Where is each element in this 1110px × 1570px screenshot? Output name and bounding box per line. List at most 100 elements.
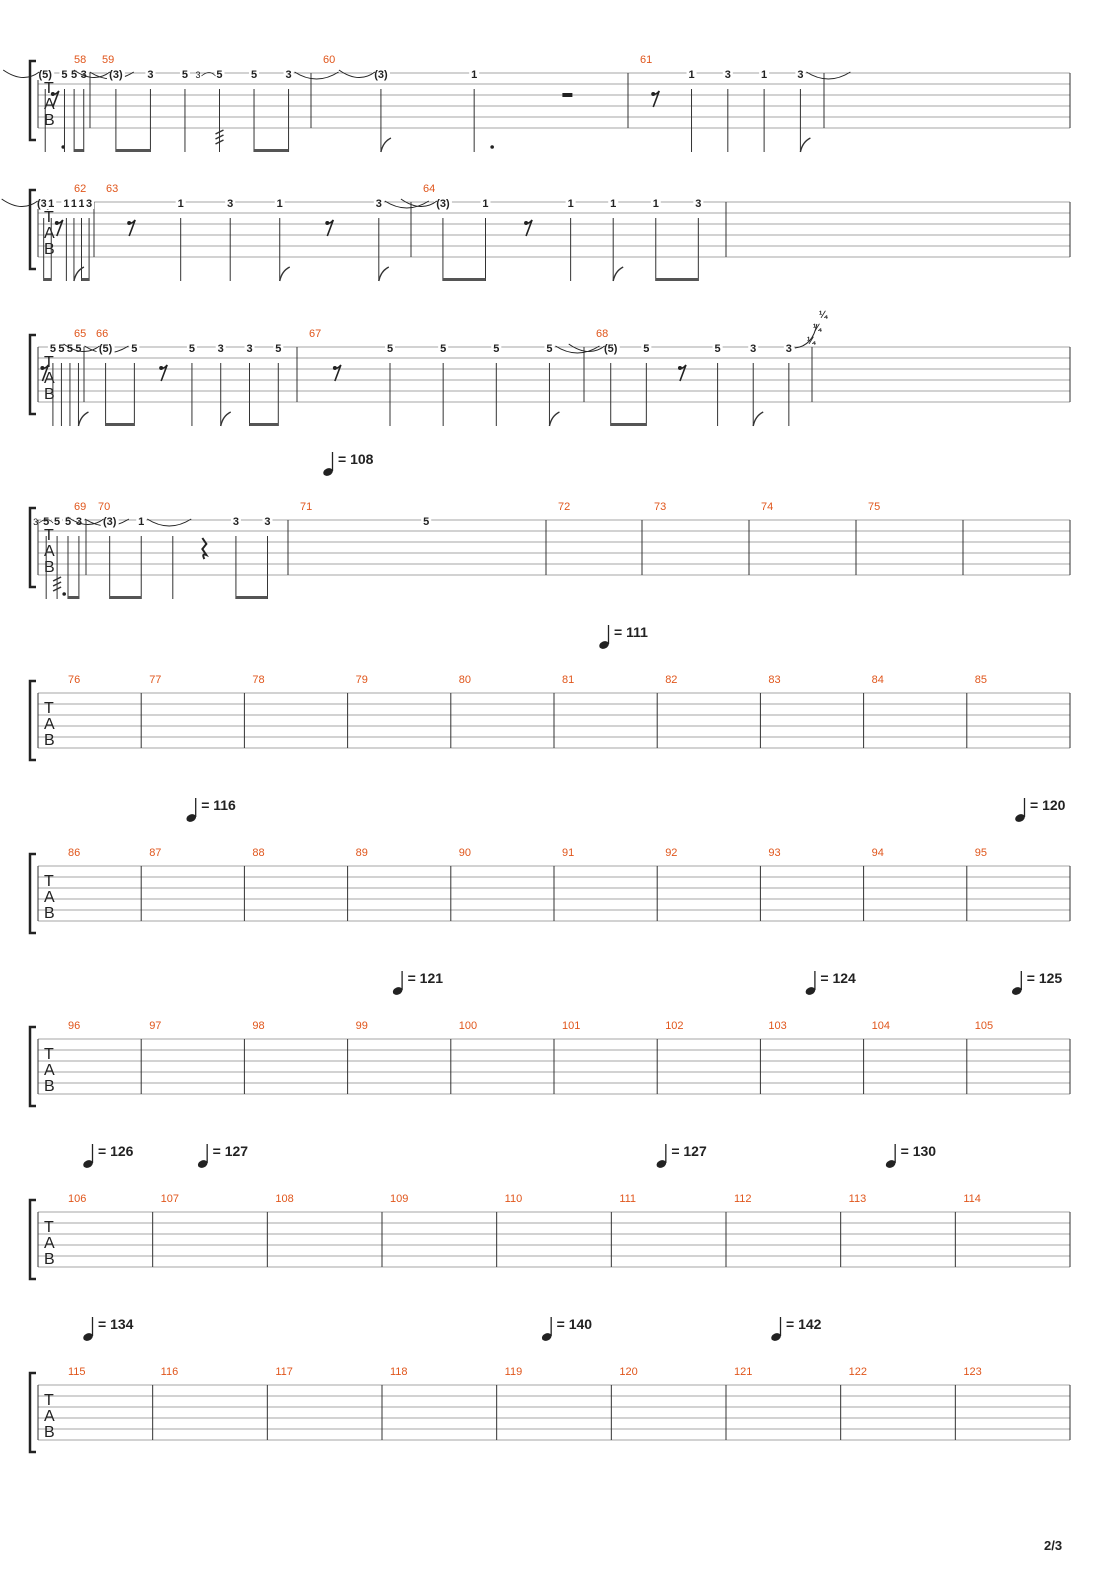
tempo-marking: = 140 — [557, 1316, 593, 1332]
measure-number: 71 — [300, 501, 312, 513]
tab-clef-a: A — [44, 96, 55, 113]
fret-bg — [68, 197, 79, 209]
measure-number: 105 — [975, 1020, 993, 1032]
beam — [249, 423, 279, 426]
fret-bg — [84, 197, 95, 209]
measure-number: 108 — [275, 1193, 293, 1205]
beam — [81, 278, 90, 281]
eighth-flag — [612, 266, 624, 282]
measure-number: 98 — [252, 1020, 264, 1032]
tie-arc — [568, 343, 606, 352]
measure-number: 118 — [390, 1366, 408, 1378]
tie-arc — [146, 518, 192, 527]
fret-bg — [601, 342, 620, 354]
fret-bg — [145, 68, 156, 80]
measure-number: 84 — [872, 674, 884, 686]
tempo-marking: = 111 — [614, 624, 648, 640]
measure-number: 72 — [558, 501, 570, 513]
fret-number: 1 — [761, 69, 767, 81]
fret-number: (3) — [374, 69, 388, 81]
beam — [254, 149, 289, 152]
tempo-note-icon — [885, 1160, 896, 1168]
measure-number: 115 — [68, 1366, 86, 1378]
fret-number: 5 — [275, 343, 281, 355]
system-bracket — [28, 852, 36, 935]
tab-system: TAB — [28, 1371, 1071, 1454]
tremolo-stroke — [52, 586, 62, 592]
tab-system: TAB — [28, 1025, 1071, 1108]
measure-number: 119 — [505, 1366, 523, 1378]
eighth-flag — [378, 266, 390, 282]
eighth-flag — [799, 137, 811, 153]
system-bracket — [28, 1198, 36, 1281]
measure-number: 122 — [849, 1366, 867, 1378]
system-bracket — [28, 188, 36, 271]
tab-system: TAB — [28, 852, 1071, 935]
tab-clef-a: A — [44, 716, 55, 733]
eighth-flag — [548, 411, 560, 427]
fret-bg — [225, 197, 236, 209]
fret-bg — [274, 197, 285, 209]
fret-number: (5) — [604, 343, 618, 355]
fret-bg — [641, 342, 652, 354]
tempo-marking: = 127 — [671, 1143, 707, 1159]
tab-clef-a: A — [44, 889, 55, 906]
fret-number: 5 — [715, 343, 721, 355]
tempo-marking: = 130 — [901, 1143, 937, 1159]
page-number: 2/3 — [1044, 1538, 1063, 1553]
eighth-rest-dot — [54, 221, 59, 225]
tie-arc — [63, 343, 100, 352]
fret-bg — [76, 197, 87, 209]
fret-number: 3 — [233, 516, 239, 528]
eighth-flag — [752, 411, 764, 427]
tremolo-stroke — [215, 134, 224, 140]
fret-bg — [491, 342, 502, 354]
eighth-rest-dot — [127, 221, 132, 225]
fret-bg — [73, 342, 84, 354]
measure-number: 86 — [68, 847, 80, 859]
slide-arc — [201, 72, 216, 77]
measure-number: 85 — [975, 674, 987, 686]
fret-bg — [565, 197, 576, 209]
tab-clef-a: A — [44, 543, 55, 560]
measure-number: 90 — [459, 847, 471, 859]
fret-number: 5 — [65, 516, 71, 528]
measure-number: 75 — [868, 501, 880, 513]
tie-arc — [806, 71, 851, 80]
tempo-marking: = 120 — [1030, 797, 1066, 813]
fret-number: (3) — [436, 198, 450, 210]
tempo-note-icon — [83, 1160, 93, 1168]
system-bracket — [28, 679, 36, 762]
fret-bg — [175, 197, 186, 209]
fret-number: 5 — [71, 69, 77, 81]
eighth-rest-dot — [651, 92, 656, 96]
measure-number: 111 — [619, 1193, 636, 1205]
fret-bg — [469, 68, 480, 80]
tab-clef-b: B — [44, 905, 55, 922]
beam — [68, 596, 79, 599]
dot — [490, 145, 494, 149]
fret-number: 5 — [643, 343, 649, 355]
fret-number: 5 — [189, 343, 195, 355]
tie-arc — [555, 345, 600, 354]
measure-number: 68 — [596, 328, 608, 340]
beam — [442, 278, 486, 281]
fret-bg — [759, 68, 770, 80]
slide-origin-fret: 3 — [33, 517, 38, 527]
tempo-marking: = 142 — [786, 1316, 822, 1332]
fret-bg — [421, 515, 432, 527]
tab-clef-t: T — [44, 1392, 54, 1409]
tab-clef-a: A — [44, 1408, 55, 1425]
measure-number: 96 — [68, 1020, 80, 1032]
measure-number: 60 — [323, 54, 335, 66]
tab-clef-b: B — [44, 559, 55, 576]
tempo-marking: = 127 — [213, 1143, 249, 1159]
measure-number: 70 — [98, 501, 110, 513]
fret-number: 5 — [493, 343, 499, 355]
fret-number: 3 — [786, 343, 792, 355]
fret-bg — [650, 197, 661, 209]
beam — [610, 423, 647, 426]
